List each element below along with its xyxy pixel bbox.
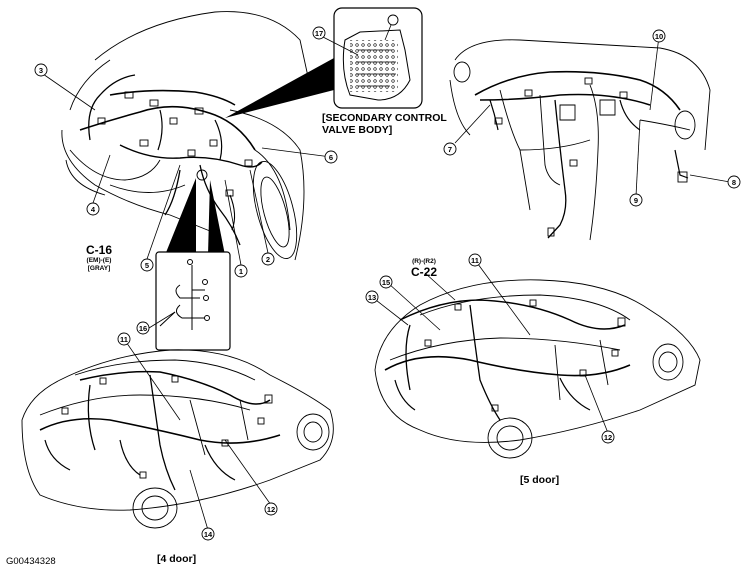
connector-c16-label: C-16 (EM)-(E) [GRAY] bbox=[79, 244, 119, 273]
dashboard-drawing bbox=[449, 39, 711, 241]
callout-4: 4 bbox=[91, 205, 96, 214]
four-door-label: [4 door] bbox=[157, 553, 197, 565]
callout-15: 15 bbox=[382, 278, 390, 287]
figure-id: G00434328 bbox=[6, 556, 56, 567]
callout-2: 2 bbox=[266, 255, 270, 264]
callout-16: 16 bbox=[139, 324, 147, 333]
engine-compartment-drawing bbox=[61, 11, 313, 261]
callout-11-5door: 11 bbox=[471, 256, 479, 265]
callout-7: 7 bbox=[448, 145, 452, 154]
callout-8: 8 bbox=[732, 178, 736, 187]
valve-body-inset bbox=[225, 7, 423, 118]
callout-10: 10 bbox=[655, 32, 663, 41]
callout-1: 1 bbox=[239, 267, 243, 276]
callout-12-4door: 12 bbox=[267, 505, 275, 514]
callout-13: 13 bbox=[368, 293, 376, 302]
four-door-car-drawing bbox=[21, 349, 334, 529]
callout-circles bbox=[34, 14, 741, 541]
connector-c22-name: C-22 bbox=[410, 265, 437, 279]
connector-c22-code: (R)-(R2) bbox=[412, 258, 436, 265]
callout-3: 3 bbox=[39, 66, 43, 75]
valve-body-label-line2: VALVE BODY] bbox=[322, 124, 393, 136]
connector-c16-code: (EM)-(E) bbox=[86, 257, 112, 264]
callout-11-4door: 11 bbox=[120, 335, 128, 344]
connector-c22-label: (R)-(R2) C-22 bbox=[404, 258, 444, 279]
callout-12-5door: 12 bbox=[604, 433, 612, 442]
callout-9: 9 bbox=[634, 196, 638, 205]
callout-numbers: 3 4 5 1 2 6 17 7 10 9 8 11 12 14 16 11 1… bbox=[39, 29, 736, 539]
callout-17: 17 bbox=[315, 29, 323, 38]
connector-c16-color: [GRAY] bbox=[87, 265, 111, 272]
callout-5: 5 bbox=[145, 261, 149, 270]
five-door-car-drawing bbox=[374, 279, 701, 459]
five-door-label: [5 door] bbox=[520, 474, 560, 486]
callout-6: 6 bbox=[329, 153, 333, 162]
callout-14: 14 bbox=[204, 530, 213, 539]
callout-leaders bbox=[42, 19, 731, 531]
c16-detail-inset bbox=[155, 178, 231, 351]
valve-body-label-line1: [SECONDARY CONTROL bbox=[322, 112, 447, 124]
connector-c16-name: C-16 bbox=[85, 243, 112, 257]
